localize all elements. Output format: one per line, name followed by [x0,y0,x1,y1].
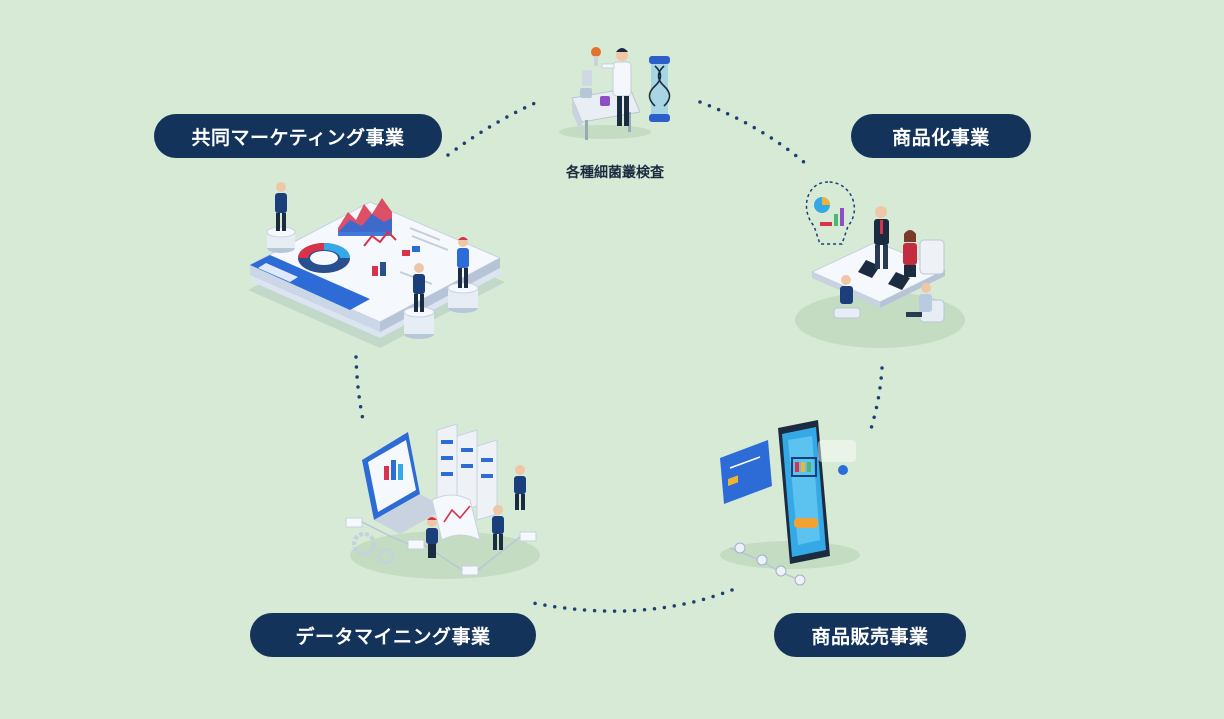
label-productization: 商品化事業 [851,114,1031,158]
sales-illustration [720,420,860,586]
marketing-illustration [248,182,505,348]
connector-mining-to-marketing [354,355,365,422]
label-joint-marketing: 共同マーケティング事業 [154,114,442,158]
connector-test-to-product [698,100,807,165]
dotted-connectors [354,98,884,613]
label-data-mining: データマイニング事業 [250,613,536,657]
product-illustration [795,181,965,348]
label-microbiome-testing: 各種細菌叢検査 [566,165,664,181]
connector-product-to-sales [868,366,884,434]
label-product-sales: 商品販売事業 [774,613,966,657]
lab-illustration [559,47,671,140]
connector-marketing-to-test [446,98,544,157]
mining-illustration [345,423,540,579]
connector-sales-to-mining [526,588,734,613]
